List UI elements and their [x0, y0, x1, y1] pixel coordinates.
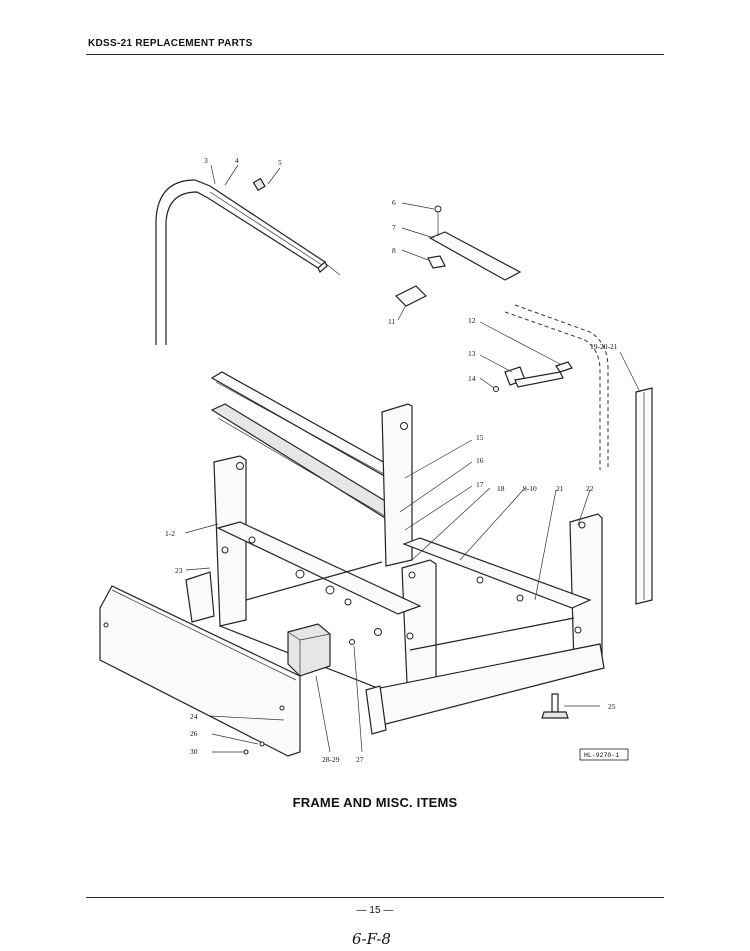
callout-16: 16 [476, 456, 484, 465]
callout-28-29: 28-29 [322, 755, 340, 764]
reference-code: HL-9270-1 [579, 748, 629, 761]
callout-8: 8 [392, 246, 396, 255]
frame-base-rail [185, 571, 605, 735]
reference-code-text: HL-9270-1 [584, 752, 619, 759]
callout-14: 14 [468, 374, 476, 383]
figure-caption: FRAME AND MISC. ITEMS [292, 795, 458, 810]
leader-lines [184, 164, 641, 753]
callout-24: 24 [190, 712, 198, 721]
frame-right-post [569, 513, 603, 667]
callout-3: 3 [204, 156, 208, 165]
page-header: KDSS-21 REPLACEMENT PARTS [88, 38, 253, 49]
callout-6: 6 [392, 198, 396, 207]
screws-26-30-part [243, 741, 265, 755]
callout-7: 7 [392, 223, 396, 232]
screw-27-part [349, 639, 355, 645]
callout-12: 12 [468, 316, 476, 325]
callout-5: 5 [278, 158, 282, 167]
curved-rail-part [155, 179, 341, 345]
electrical-box-part [287, 623, 331, 677]
frame-back-post [381, 403, 413, 567]
frame-left-post [213, 455, 247, 627]
clip-part [252, 177, 266, 192]
page-number: — 15 — [356, 905, 394, 916]
callout-21: 21 [556, 484, 564, 493]
footer-rule [86, 897, 664, 898]
callout-19-20-21: 19-20-21 [590, 342, 618, 351]
callout-15: 15 [476, 433, 484, 442]
callout-25: 25 [608, 702, 616, 711]
callout-1-2: 1-2 [165, 529, 175, 538]
callout-18: 18 [497, 484, 505, 493]
upper-bracket-part [427, 205, 522, 281]
callout-9-10: 9-10 [523, 484, 537, 493]
handwritten-note: 6-F-8 [352, 930, 391, 948]
side-strip-part [635, 387, 653, 605]
callout-11: 11 [388, 317, 395, 326]
hinge-assembly-part [493, 304, 609, 470]
callout-30: 30 [190, 747, 198, 756]
callout-27: 27 [356, 755, 364, 764]
leveling-leg-part [541, 693, 569, 719]
callout-22: 22 [586, 484, 594, 493]
callout-17: 17 [476, 480, 484, 489]
callout-26: 26 [190, 729, 198, 738]
callout-4: 4 [235, 156, 239, 165]
kick-panel-part [99, 585, 301, 757]
callout-23: 23 [175, 566, 183, 575]
small-plate-part [394, 285, 428, 307]
callout-labels: 3 4 5 6 7 8 11 12 13 14 15 16 17 18 9-10… [165, 156, 618, 764]
header-rule [86, 54, 664, 55]
frame-cross-members [216, 521, 592, 701]
callout-13: 13 [468, 349, 476, 358]
